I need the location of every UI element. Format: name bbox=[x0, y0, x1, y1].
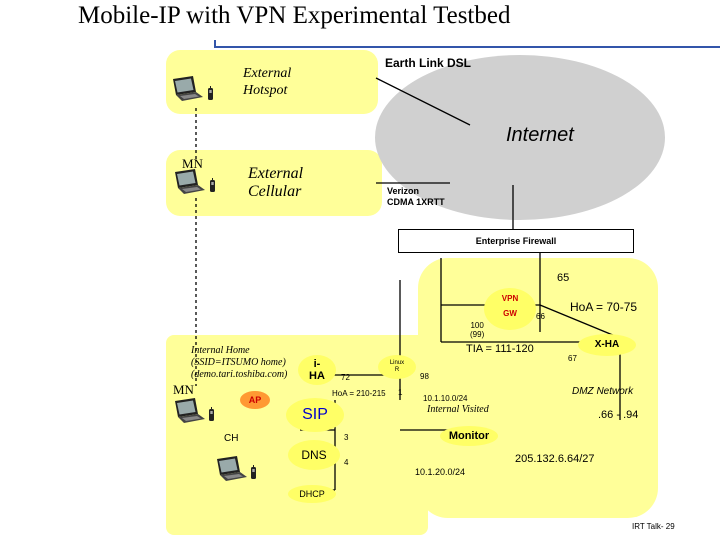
sip-node: SIP bbox=[286, 398, 344, 432]
monitor-label: Monitor bbox=[448, 430, 490, 442]
ap-label: AP bbox=[248, 395, 262, 405]
external-cellular-label: External Cellular bbox=[248, 165, 304, 200]
footer-label: IRT Talk- 29 bbox=[632, 522, 675, 531]
label-66: 66 bbox=[536, 312, 545, 321]
ch-label: CH bbox=[224, 433, 239, 444]
phone-icon bbox=[208, 407, 215, 422]
slide-title: Mobile-IP with VPN Experimental Testbed bbox=[78, 2, 511, 29]
vpn-gw-node: VPN GW bbox=[484, 288, 536, 330]
dsl-link bbox=[375, 77, 471, 126]
iha-label: i- HA bbox=[309, 358, 325, 382]
mn-bottom-label: MN bbox=[173, 382, 194, 397]
dmz-region bbox=[418, 258, 658, 518]
label-72: 72 bbox=[341, 373, 350, 382]
external-hotspot-label: External Hotspot bbox=[243, 66, 292, 98]
internet-cloud bbox=[375, 55, 665, 220]
verizon-label: Verizon CDMA 1XRTT bbox=[387, 186, 445, 207]
label-65: 65 bbox=[557, 272, 570, 284]
mn-top-label: MN bbox=[182, 156, 203, 171]
subnet-205-label: 205.132.6.64/27 bbox=[515, 453, 595, 465]
hoa-70-75-label: HoA = 70-75 bbox=[570, 300, 638, 314]
label-3: 3 bbox=[344, 433, 349, 442]
label-67: 67 bbox=[568, 354, 577, 363]
phone-icon bbox=[250, 465, 257, 480]
dhcp-node: DHCP bbox=[288, 485, 336, 503]
net-10-1-20-label: 10.1.20.0/24 bbox=[415, 467, 466, 477]
phone-icon bbox=[207, 86, 214, 101]
hoa-210-215-label: HoA = 210-215 bbox=[332, 389, 386, 398]
net-10-1-10-label: 10.1.10.0/24 bbox=[423, 394, 468, 403]
xha-node: X-HA bbox=[578, 334, 636, 356]
vpn-to-xha bbox=[539, 304, 621, 339]
gw-label: GW bbox=[503, 309, 517, 318]
phone-icon bbox=[209, 178, 216, 193]
internal-visited-label: Internal Visited bbox=[427, 404, 489, 415]
ap-node: AP bbox=[240, 391, 270, 409]
range-66-94-label: .66 - .94 bbox=[598, 409, 639, 421]
laptop-icon bbox=[173, 76, 203, 101]
header-rule-tick bbox=[214, 40, 216, 48]
linux-router-label: Linux R bbox=[389, 360, 405, 373]
external-hotspot-region bbox=[166, 50, 378, 114]
iha-node: i- HA bbox=[298, 355, 336, 385]
external-cellular-region bbox=[166, 150, 382, 216]
earthlink-label: Earth Link DSL bbox=[385, 56, 472, 70]
laptop-icon bbox=[175, 169, 205, 194]
enterprise-firewall-box: Enterprise Firewall bbox=[398, 229, 634, 253]
label-100-99: 100 (99) bbox=[470, 321, 485, 339]
monitor-node: Monitor bbox=[440, 426, 498, 446]
label-98: 98 bbox=[420, 372, 429, 381]
enterprise-firewall-label: Enterprise Firewall bbox=[475, 236, 557, 246]
sip-label: SIP bbox=[302, 406, 328, 423]
xha-label: X-HA bbox=[594, 339, 620, 350]
tia-label: TIA = 111-120 bbox=[466, 343, 534, 355]
internet-label: Internet bbox=[506, 124, 574, 146]
vpn-label: VPN bbox=[501, 294, 519, 303]
linux-router-node: Linux R bbox=[378, 355, 416, 379]
laptop-icon bbox=[175, 398, 205, 423]
laptop-icon bbox=[217, 456, 247, 481]
dhcp-label: DHCP bbox=[299, 489, 325, 499]
dns-node: DNS bbox=[288, 440, 340, 470]
internal-home-label: Internal Home (SSID=ITSUMO home) (demo.t… bbox=[191, 345, 288, 380]
label-4: 4 bbox=[344, 458, 349, 467]
dmz-network-label: DMZ Network bbox=[572, 386, 634, 397]
dns-label: DNS bbox=[301, 448, 327, 462]
header-rule bbox=[214, 46, 720, 48]
label-1: 1 bbox=[398, 388, 403, 397]
